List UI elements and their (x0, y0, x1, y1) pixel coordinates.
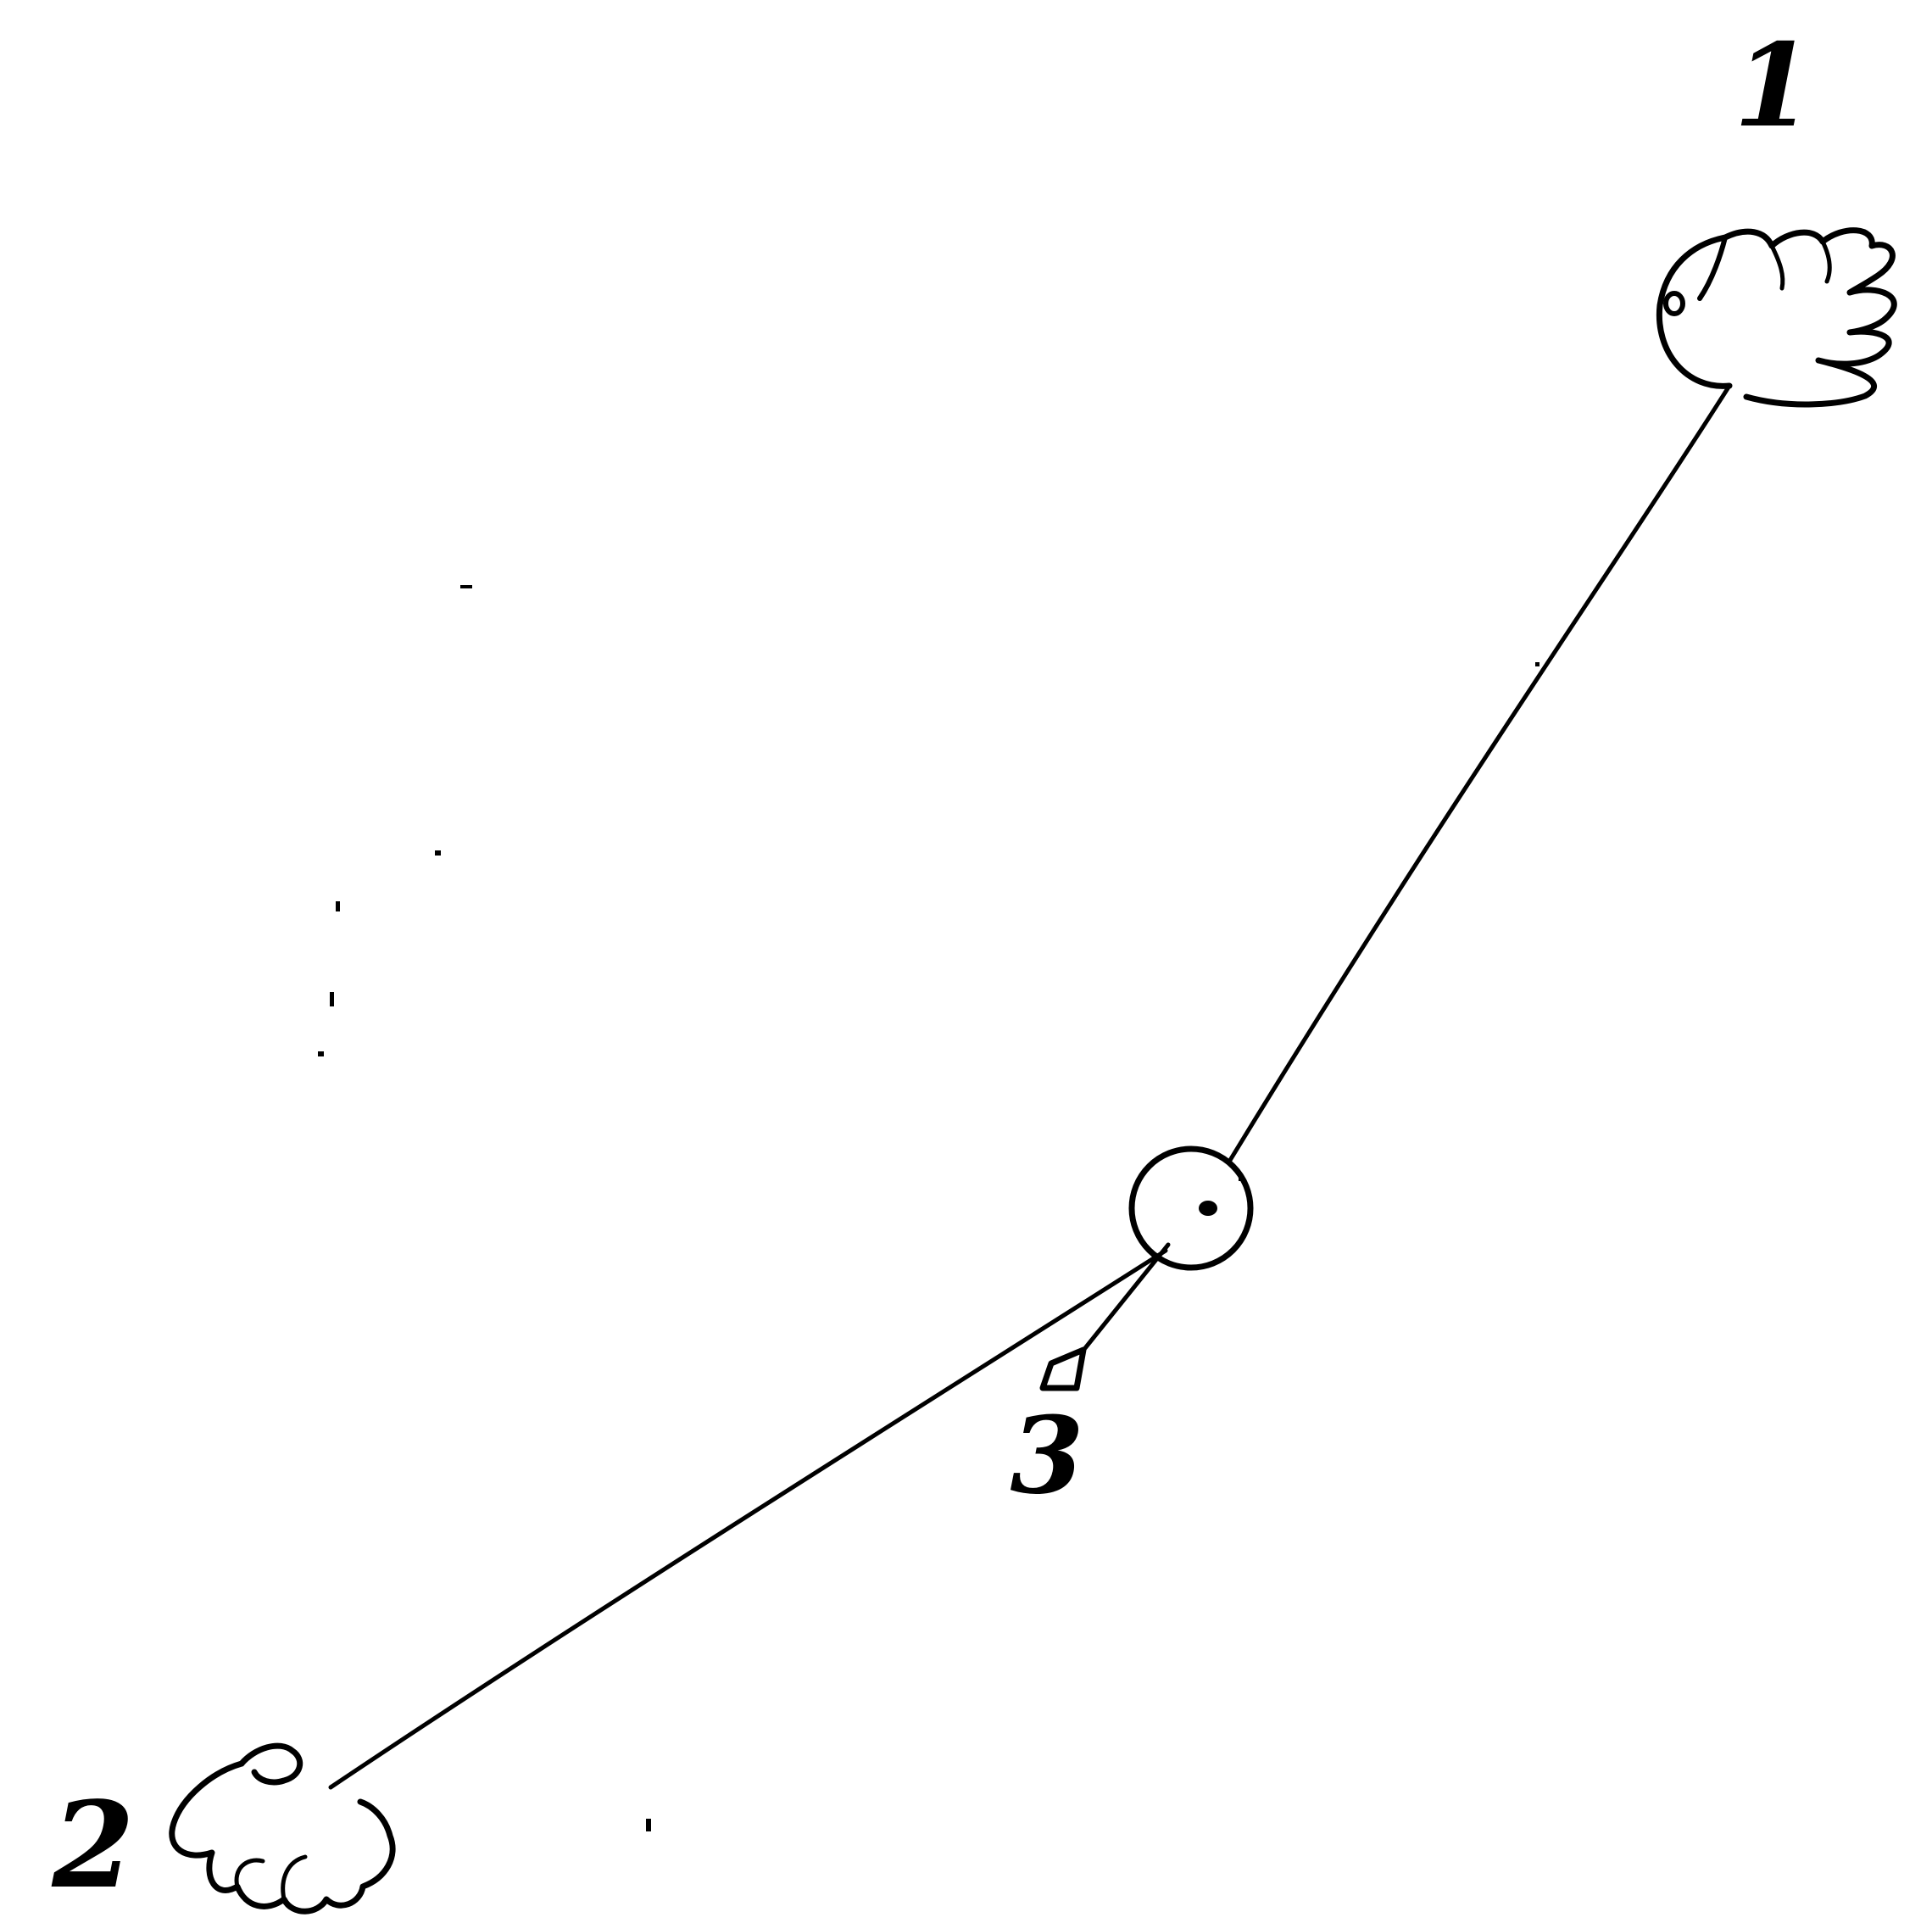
hand-1-icon (1659, 231, 1894, 404)
scan-specks (318, 585, 1539, 1831)
label-2: 2 (51, 1776, 134, 1915)
label-1: 1 (1734, 18, 1813, 153)
hand-2-icon (172, 1746, 393, 1911)
string-upper (1229, 386, 1729, 1162)
ring-icon (1132, 1149, 1250, 1268)
string-lower (331, 1251, 1166, 1787)
string-to-weight (1085, 1245, 1168, 1348)
label-3: 3 (1011, 1394, 1084, 1518)
weight-icon (1043, 1350, 1083, 1388)
